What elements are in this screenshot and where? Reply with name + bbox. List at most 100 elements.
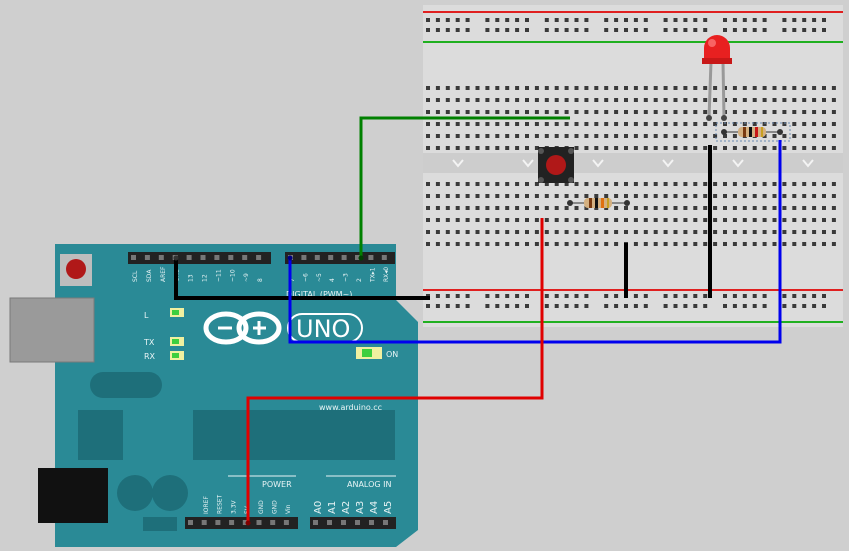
breadboard-hole <box>643 242 648 246</box>
breadboard-hole <box>782 182 787 186</box>
breadboard-hole <box>673 98 678 102</box>
breadboard-hole <box>673 218 678 222</box>
wire-green-pin2-to-button[interactable] <box>359 116 570 258</box>
breadboard-hole <box>525 194 529 198</box>
breadboard-hole <box>614 122 619 126</box>
breadboard-hole <box>742 182 747 186</box>
breadboard-hole <box>426 146 430 150</box>
breadboard-hole <box>742 304 747 308</box>
breadboard-hole <box>633 230 638 234</box>
breadboard-hole <box>633 182 638 186</box>
breadboard-hole <box>544 218 549 222</box>
breadboard-hole <box>584 294 589 298</box>
breadboard-hole <box>426 28 430 32</box>
breadboard-hole <box>435 206 440 210</box>
breadboard-hole <box>703 182 708 186</box>
breadboard-hole <box>772 218 777 222</box>
breadboard-hole <box>554 28 559 32</box>
breadboard-hole <box>762 18 767 22</box>
breadboard-hole <box>525 28 529 32</box>
breadboard-hole <box>653 194 658 198</box>
breadboard-hole <box>693 194 698 198</box>
pin-label: GND <box>272 500 279 514</box>
breadboard-hole <box>742 18 747 22</box>
button-pulldown-resistor[interactable] <box>567 198 630 208</box>
breadboard-hole <box>554 230 559 234</box>
breadboard-hole <box>604 218 609 222</box>
breadboard-hole <box>683 98 688 102</box>
breadboard-hole <box>495 182 500 186</box>
breadboard-hole <box>435 304 440 308</box>
wire-blue-pin13-to-led[interactable] <box>288 140 782 344</box>
header-pin <box>144 255 150 260</box>
breadboard-hole <box>673 294 678 298</box>
breadboard-hole <box>495 18 500 22</box>
header-pin <box>242 520 248 525</box>
breadboard-hole <box>534 86 539 90</box>
breadboard-hole <box>624 134 628 138</box>
channel-marker <box>522 159 534 168</box>
breadboard-hole <box>673 110 678 114</box>
red-led[interactable] <box>702 35 732 121</box>
breadboard-hole <box>445 110 450 114</box>
breadboard-hole <box>713 242 718 246</box>
breadboard-hole <box>525 86 529 90</box>
breadboard-hole <box>544 18 549 22</box>
breadboard-hole <box>544 28 549 32</box>
breadboard-hole <box>663 230 668 234</box>
breadboard-hole <box>683 28 688 32</box>
breadboard-hole <box>515 182 520 186</box>
breadboard-hole <box>713 134 718 138</box>
breadboard-hole <box>525 182 529 186</box>
breadboard-hole <box>812 304 817 308</box>
breadboard-hole <box>426 242 430 246</box>
breadboard-hole <box>475 134 480 138</box>
breadboard-hole <box>643 182 648 186</box>
breadboard-hole <box>633 18 638 22</box>
reset-button[interactable] <box>66 259 86 279</box>
header-pin <box>369 520 374 525</box>
breadboard-hole <box>812 18 817 22</box>
breadboard-hole <box>742 86 747 90</box>
breadboard-hole <box>455 86 460 90</box>
wire-red-5v-to-button[interactable] <box>246 218 544 523</box>
breadboard-hole <box>802 18 807 22</box>
led-l-label: L <box>144 311 149 320</box>
breadboard-hole <box>614 230 619 234</box>
breadboard-hole <box>822 218 826 222</box>
breadboard-hole <box>584 134 589 138</box>
breadboard-hole <box>643 110 648 114</box>
breadboard-hole <box>525 206 529 210</box>
breadboard-hole <box>614 304 619 308</box>
breadboard-hole <box>574 304 579 308</box>
breadboard-hole <box>614 182 619 186</box>
breadboard-hole <box>485 122 490 126</box>
breadboard-hole <box>574 194 579 198</box>
breadboard-hole <box>505 98 510 102</box>
breadboard-hole <box>564 98 569 102</box>
breadboard-hole <box>792 182 797 186</box>
breadboard-hole <box>445 28 450 32</box>
breadboard-hole <box>584 98 589 102</box>
breadboard-hole <box>435 294 440 298</box>
power-header <box>185 517 298 529</box>
breadboard-hole <box>465 122 470 126</box>
breadboard-hole <box>802 98 807 102</box>
breadboard-hole <box>653 86 658 90</box>
breadboard-hole <box>505 194 510 198</box>
breadboard-hole <box>584 304 589 308</box>
breadboard-hole <box>614 86 619 90</box>
breadboard-hole <box>822 294 826 298</box>
breadboard-hole <box>465 304 470 308</box>
breadboard-hole <box>673 182 678 186</box>
breadboard-hole <box>475 242 480 246</box>
breadboard-hole <box>455 98 460 102</box>
pushbutton[interactable] <box>538 147 574 183</box>
led-resistor[interactable] <box>715 122 791 142</box>
wire-black-gnd-to-rail[interactable] <box>174 258 430 300</box>
breadboard-hole <box>732 218 737 222</box>
breadboard-hole <box>792 18 797 22</box>
breadboard-hole <box>554 110 559 114</box>
breadboard-hole <box>792 294 797 298</box>
breadboard-hole <box>554 242 559 246</box>
